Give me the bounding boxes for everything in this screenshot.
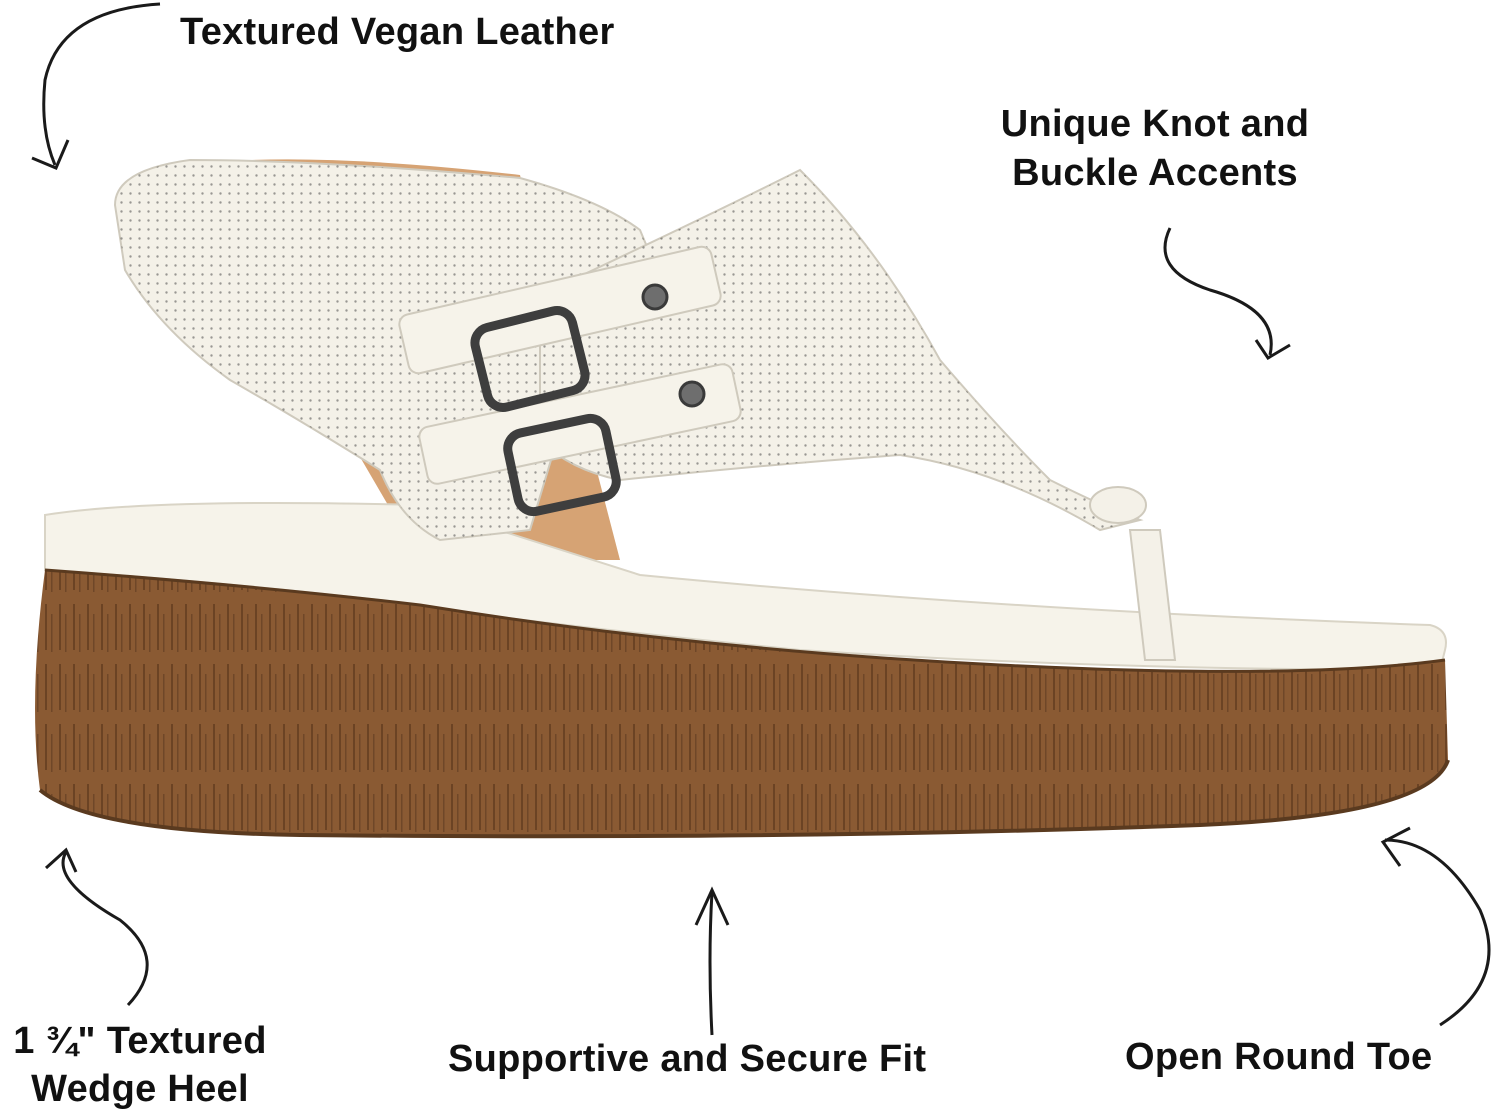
feature-text-line1: 1 ¾" Textured bbox=[13, 1020, 267, 1062]
feature-text-line2: Buckle Accents bbox=[1012, 152, 1298, 195]
feature-label-toe: Open Round Toe bbox=[1125, 1033, 1432, 1082]
feature-text: Supportive and Secure Fit bbox=[448, 1038, 927, 1080]
feature-label-leather: Textured Vegan Leather bbox=[180, 8, 615, 57]
feature-text-line1: Unique Knot and bbox=[1000, 103, 1310, 145]
feature-label-wedge-heel: 1 ¾" Textured Wedge Heel bbox=[0, 1018, 280, 1113]
feature-text: Textured Vegan Leather bbox=[180, 11, 615, 53]
feature-label-knot-buckle: Unique Knot and Buckle Accents bbox=[950, 100, 1360, 199]
feature-text: Open Round Toe bbox=[1125, 1036, 1433, 1078]
feature-label-fit: Supportive and Secure Fit bbox=[448, 1035, 926, 1084]
feature-text-line2: Wedge Heel bbox=[31, 1067, 249, 1110]
